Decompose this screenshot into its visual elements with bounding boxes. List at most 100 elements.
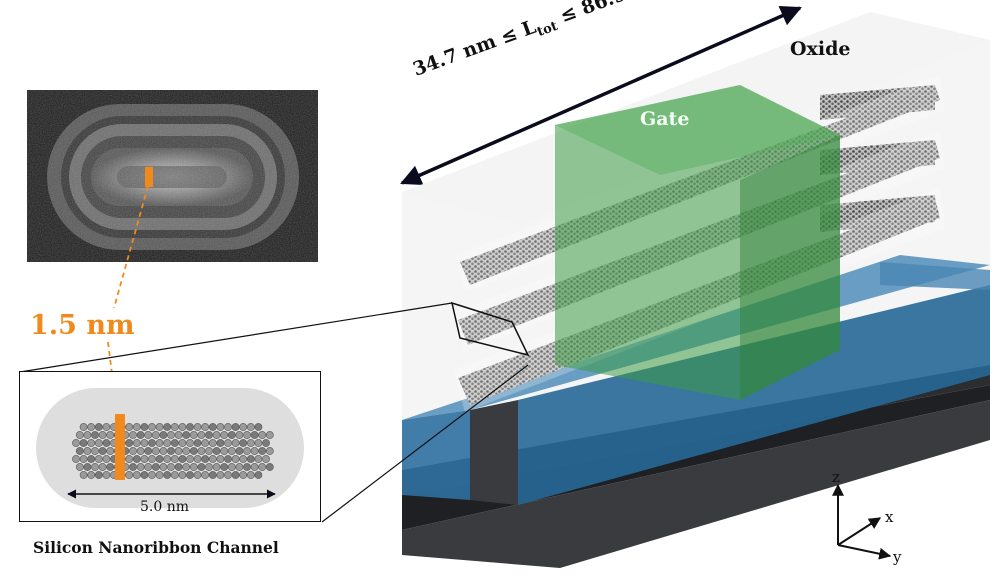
silicon-atom — [246, 423, 255, 431]
silicon-atom — [144, 447, 153, 455]
silicon-atom — [201, 439, 210, 447]
silicon-atom — [239, 455, 248, 463]
silicon-atom — [243, 463, 251, 471]
silicon-atom — [220, 431, 229, 439]
silicon-atom — [250, 447, 259, 455]
silicon-atom — [193, 423, 202, 431]
silicon-atom — [216, 471, 225, 479]
silicon-atom — [87, 423, 96, 431]
silicon-atom — [186, 455, 194, 463]
silicon-atom — [193, 439, 202, 447]
silicon-atom — [235, 447, 244, 455]
zoom-region-box — [450, 301, 530, 357]
zoom-line-top — [19, 302, 453, 373]
silicon-atom — [186, 439, 194, 447]
silicon-atom — [231, 471, 240, 479]
silicon-atom — [205, 463, 213, 471]
silicon-atom — [91, 447, 99, 455]
silicon-atom — [208, 471, 217, 479]
silicon-atom — [170, 439, 179, 447]
silicon-atom — [262, 455, 270, 463]
gate-box — [555, 85, 840, 400]
silicon-atom — [224, 439, 232, 447]
silicon-atom — [243, 447, 251, 455]
width-label: 5.0 nm — [140, 499, 190, 515]
silicon-atom — [102, 471, 111, 479]
thickness-marker-inset — [115, 414, 125, 480]
silicon-atom — [94, 439, 103, 447]
silicon-atom — [258, 463, 267, 471]
silicon-atom — [246, 439, 255, 447]
silicon-atom — [224, 471, 232, 479]
silicon-atom — [167, 463, 175, 471]
silicon-atom — [182, 447, 191, 455]
axis-x-label: x — [885, 508, 894, 526]
axis-y-label: y — [893, 548, 902, 566]
silicon-atom — [170, 471, 179, 479]
silicon-atom — [231, 455, 240, 463]
silicon-atom — [87, 471, 96, 479]
silicon-atom — [258, 447, 267, 455]
silicon-atom — [129, 431, 137, 439]
silicon-atom — [205, 431, 213, 439]
coordinate-axes — [832, 483, 892, 560]
silicon-atom — [201, 455, 210, 463]
silicon-atom — [170, 423, 179, 431]
axis-x-arrow — [837, 517, 882, 546]
silicon-atom — [151, 447, 160, 455]
silicon-atom — [75, 463, 84, 471]
silicon-atom — [178, 471, 187, 479]
silicon-atom — [140, 455, 149, 463]
silicon-atom — [132, 423, 141, 431]
silicon-atom — [189, 431, 198, 439]
silicon-atom — [144, 463, 153, 471]
silicon-atom — [201, 423, 210, 431]
silicon-atom — [227, 463, 236, 471]
length-dimension-arrow — [400, 5, 802, 186]
silicon-atom — [174, 431, 183, 439]
silicon-atom — [106, 431, 115, 439]
silicon-atom — [144, 431, 153, 439]
silicon-atom — [91, 431, 99, 439]
silicon-atom — [265, 463, 274, 471]
silicon-atom — [98, 463, 107, 471]
silicon-atom — [132, 455, 141, 463]
silicon-atom — [94, 423, 103, 431]
silicon-atom — [212, 463, 221, 471]
silicon-atom — [79, 455, 88, 463]
inset-caption: Silicon Nanoribbon Channel — [33, 538, 279, 557]
inset-graphic — [36, 388, 304, 508]
silicon-atom — [212, 431, 221, 439]
silicon-atom — [254, 455, 263, 463]
silicon-atom — [159, 463, 168, 471]
silicon-atom — [151, 463, 160, 471]
silicon-atom — [132, 471, 141, 479]
silicon-atom — [155, 423, 164, 431]
silicon-atom — [79, 439, 88, 447]
silicon-atom — [178, 455, 187, 463]
silicon-atom — [98, 431, 107, 439]
silicon-atom — [254, 423, 263, 431]
silicon-atom — [98, 447, 107, 455]
silicon-atom — [227, 447, 236, 455]
gate-label: Gate — [640, 108, 690, 130]
silicon-atom — [182, 463, 191, 471]
silicon-atom — [193, 471, 202, 479]
silicon-atom — [246, 471, 255, 479]
silicon-atom — [216, 455, 225, 463]
callout-dash-upper — [113, 185, 149, 309]
silicon-atom — [140, 423, 149, 431]
silicon-atom — [265, 447, 274, 455]
silicon-atom — [94, 471, 103, 479]
silicon-atom — [94, 455, 103, 463]
silicon-atom — [163, 439, 172, 447]
silicon-atom — [79, 471, 88, 479]
silicon-atom — [148, 439, 156, 447]
silicon-atom — [186, 423, 194, 431]
silicon-atom — [167, 447, 175, 455]
silicon-atom — [148, 471, 156, 479]
silicon-atom — [224, 423, 232, 431]
silicon-atom — [239, 423, 248, 431]
silicon-atom — [220, 463, 229, 471]
